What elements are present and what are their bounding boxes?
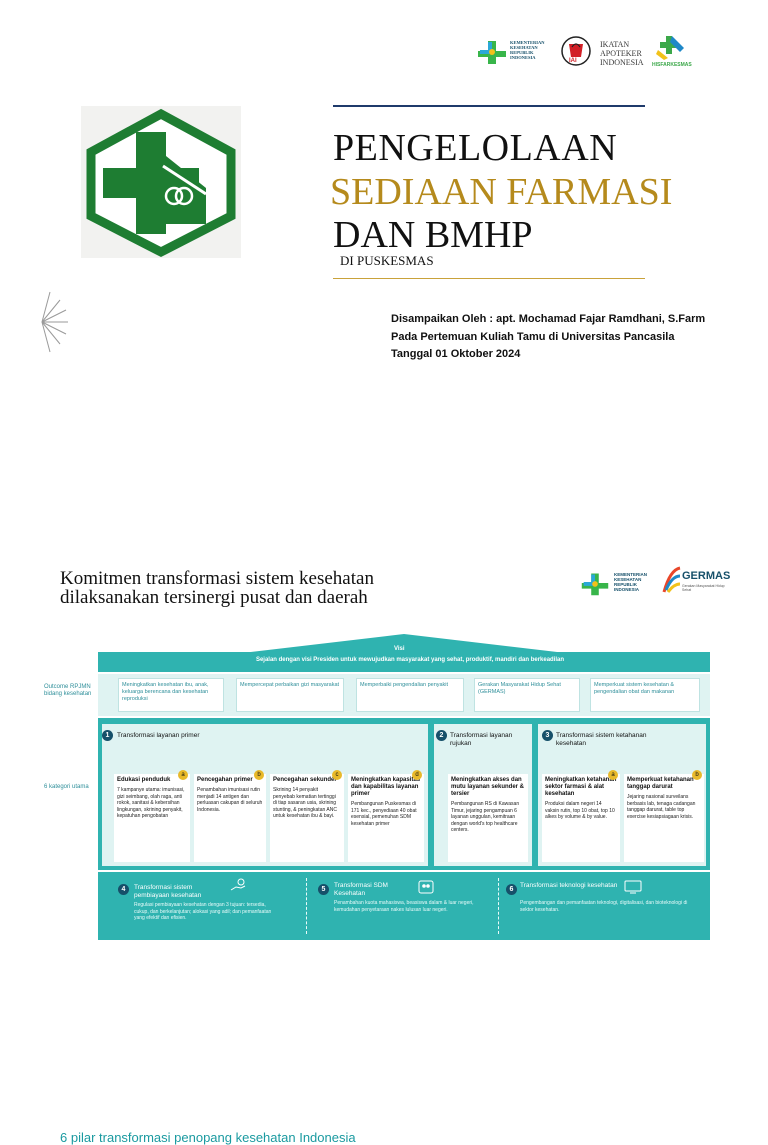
card-body: Pembangunan RS di Kawasan Timur, jejarin…: [451, 801, 520, 833]
kemenkes-emblem-icon: [478, 41, 506, 64]
hisfarkesmas-logo: HISFARKESMAS: [652, 32, 692, 72]
card-badge: c: [332, 770, 342, 780]
outcome-5: Memperkuat sistem kesehatan & pengendali…: [590, 678, 700, 712]
card-pencegahan-sekunder: c Pencegahan sekunder Skrining 14 penyak…: [270, 770, 344, 862]
puskesmas-logo: [81, 106, 241, 258]
people-icon: [418, 880, 434, 894]
event-text: Pada Pertemuan Kuliah Tamu di Universita…: [391, 331, 675, 343]
bottom-4-number: 4: [118, 884, 129, 895]
card-body: Penambahan imunisasi rutin menjadi 14 an…: [197, 787, 263, 813]
germas-text: GERMAS: [682, 570, 731, 582]
slide2-title-line-2: dilaksanakan tersinergi pusat dan daerah: [60, 587, 368, 608]
bottom-5-number: 5: [318, 884, 329, 895]
bottom-4-title: Transformasi sistem pembiayaan kesehatan: [134, 884, 202, 899]
presenter-text: Disampaikan Oleh : apt. Mochamad Fajar R…: [391, 313, 706, 325]
bottom-4-body: Regulasi pembiayaan kesehatan dengan 3 t…: [134, 902, 272, 921]
kemenkes-emblem-icon: [581, 573, 609, 596]
title-line-1: PENGELOLAAN: [333, 127, 618, 169]
card-farmasi-alkes: a Meningkatkan ketahanan sektor farmasi …: [542, 770, 620, 862]
card-badge: d: [412, 770, 422, 780]
outcome-3: Memperbaiki pengendalian penyakit: [356, 678, 464, 712]
card-title: Pencegahan primer: [197, 777, 253, 783]
title-top-rule: [333, 105, 645, 107]
card-title: Meningkatkan kapasitas dan kapabilitas l…: [351, 777, 421, 797]
card-title: Memperkuat ketahanan tanggap darurat: [627, 777, 694, 790]
card-title: Meningkatkan akses dan mutu layanan seku…: [451, 777, 525, 797]
card-badge: b: [692, 770, 702, 780]
card-body: Jejaring nasional surveilans berbasis la…: [627, 794, 696, 820]
iai-line-2: APOTEKER: [600, 49, 642, 58]
title-line-2: SEDIAAN FARMASI: [330, 171, 673, 213]
hisfarkesmas-emblem-icon: [656, 36, 684, 60]
outcome-4: Gerakan Masyarakat Hidup Sehat (GERMAS): [474, 678, 580, 712]
kemenkes-logo: KEMENTERIAN KESEHATAN REPUBLIK INDONESIA: [474, 36, 545, 66]
slide-1: KEMENTERIAN KESEHATAN REPUBLIK INDONESIA…: [0, 0, 768, 512]
outcome-label: Outcome RPJMN bidang kesehatan: [44, 684, 92, 697]
card-badge: a: [608, 770, 618, 780]
kemenkes-logo-2: KEMENTERIAN KESEHATAN REPUBLIK INDONESIA: [578, 568, 658, 600]
card-body: Skrining 14 penyakit penyebab kematian t…: [273, 787, 337, 819]
monitor-icon: [624, 880, 642, 894]
puskesmas-hexagon-icon: [86, 108, 236, 258]
bottom-6-title: Transformasi teknologi kesehatan: [520, 882, 618, 889]
outcome-1: Meningkatkan kesehatan ibu, anak, keluar…: [118, 678, 224, 712]
iai-emblem-icon: [561, 36, 591, 66]
bottom-5-title: Transformasi SDM Kesehatan: [334, 882, 388, 897]
bottom-divider-2: [498, 878, 500, 934]
card-badge: b: [254, 770, 264, 780]
pillar-2-label: Transformasi layanan rujukan: [450, 732, 513, 747]
card-layanan-rujukan: Meningkatkan akses dan mutu layanan seku…: [448, 774, 528, 862]
bottom-divider-1: [306, 878, 308, 934]
card-kapasitas-layanan-primer: d Meningkatkan kapasitas dan kapabilitas…: [348, 770, 424, 862]
sunburst-decoration-icon: [41, 291, 68, 353]
card-title: Pencegahan sekunder: [273, 777, 337, 783]
card-tanggap-darurat: b Memperkuat ketahanan tanggap darurat J…: [624, 770, 704, 862]
bottom-6-body: Pengembangan dan pemanfaatan teknologi, …: [520, 900, 688, 913]
card-body: Pembangunan Puskesmas di 171 kec., penye…: [351, 801, 417, 827]
kemenkes-text: KEMENTERIAN KESEHATAN REPUBLIK INDONESIA: [510, 40, 545, 60]
visi-label: Visi: [394, 646, 405, 652]
slide-2: Komitmen transformasi sistem kesehatan d…: [0, 512, 768, 1145]
card-badge: a: [178, 770, 188, 780]
germas-emblem-icon: [662, 566, 681, 593]
kemenkes-text-2: KEMENTERIAN KESEHATAN REPUBLIK INDONESIA: [614, 572, 648, 592]
pillar-1-label: Transformasi layanan primer: [117, 732, 200, 739]
pillar-3-label: Transformasi sistem ketahanan kesehatan: [556, 732, 647, 747]
iai-line-3: INDONESIA: [600, 58, 644, 67]
germas-logo: GERMAS Gerakan Masyarakat Hidup Sehat: [660, 564, 730, 600]
title-line-3: DAN BMHP: [333, 214, 533, 256]
card-pencegahan-primer: b Pencegahan primer Penambahan imunisasi…: [194, 770, 266, 862]
iai-badge-text: IAI: [569, 58, 577, 64]
pillar-3-number: 3: [542, 730, 553, 741]
bottom-band: [98, 872, 710, 940]
card-title: Edukasi penduduk: [117, 777, 171, 783]
bottom-5-body: Penambahan kuota mahasiswa, beasiswa dal…: [334, 900, 474, 913]
card-title: Meningkatkan ketahanan sektor farmasi & …: [545, 777, 617, 797]
iai-org-text: IKATAN APOTEKER INDONESIA: [600, 40, 644, 67]
germas-sub-text: Gerakan Masyarakat Hidup Sehat: [682, 584, 725, 592]
slide2-title-line-1: Komitmen transformasi sistem kesehatan: [60, 568, 374, 589]
kategori-label: 6 kategori utama: [44, 784, 89, 790]
card-body: 7 kampanye utama: imunisasi, gizi seimba…: [117, 787, 185, 819]
iai-logo: IAI: [560, 35, 594, 69]
pillar-1-number: 1: [102, 730, 113, 741]
date-text: Tanggal 01 Oktober 2024: [391, 348, 521, 360]
title-line-4: DI PUSKESMAS: [340, 253, 434, 268]
title-bottom-rule: [333, 278, 645, 279]
hisfarkesmas-text: HISFARKESMAS: [652, 62, 692, 68]
visi-text: Sejalan dengan visi Presiden untuk mewuj…: [255, 657, 565, 663]
bottom-6-number: 6: [506, 884, 517, 895]
card-body: Produksi dalam negeri 14 vaksin rutin, t…: [545, 801, 615, 820]
iai-line-1: IKATAN: [600, 40, 630, 49]
pilar-subtitle: 6 pilar transformasi penopang kesehatan …: [60, 1130, 356, 1145]
pillar-2-number: 2: [436, 730, 447, 741]
visi-band: [98, 652, 710, 672]
money-hand-icon: [230, 878, 246, 891]
card-edukasi: a Edukasi penduduk 7 kampanye utama: imu…: [114, 770, 190, 862]
outcome-2: Mempercepat perbaikan gizi masyarakat: [236, 678, 344, 712]
